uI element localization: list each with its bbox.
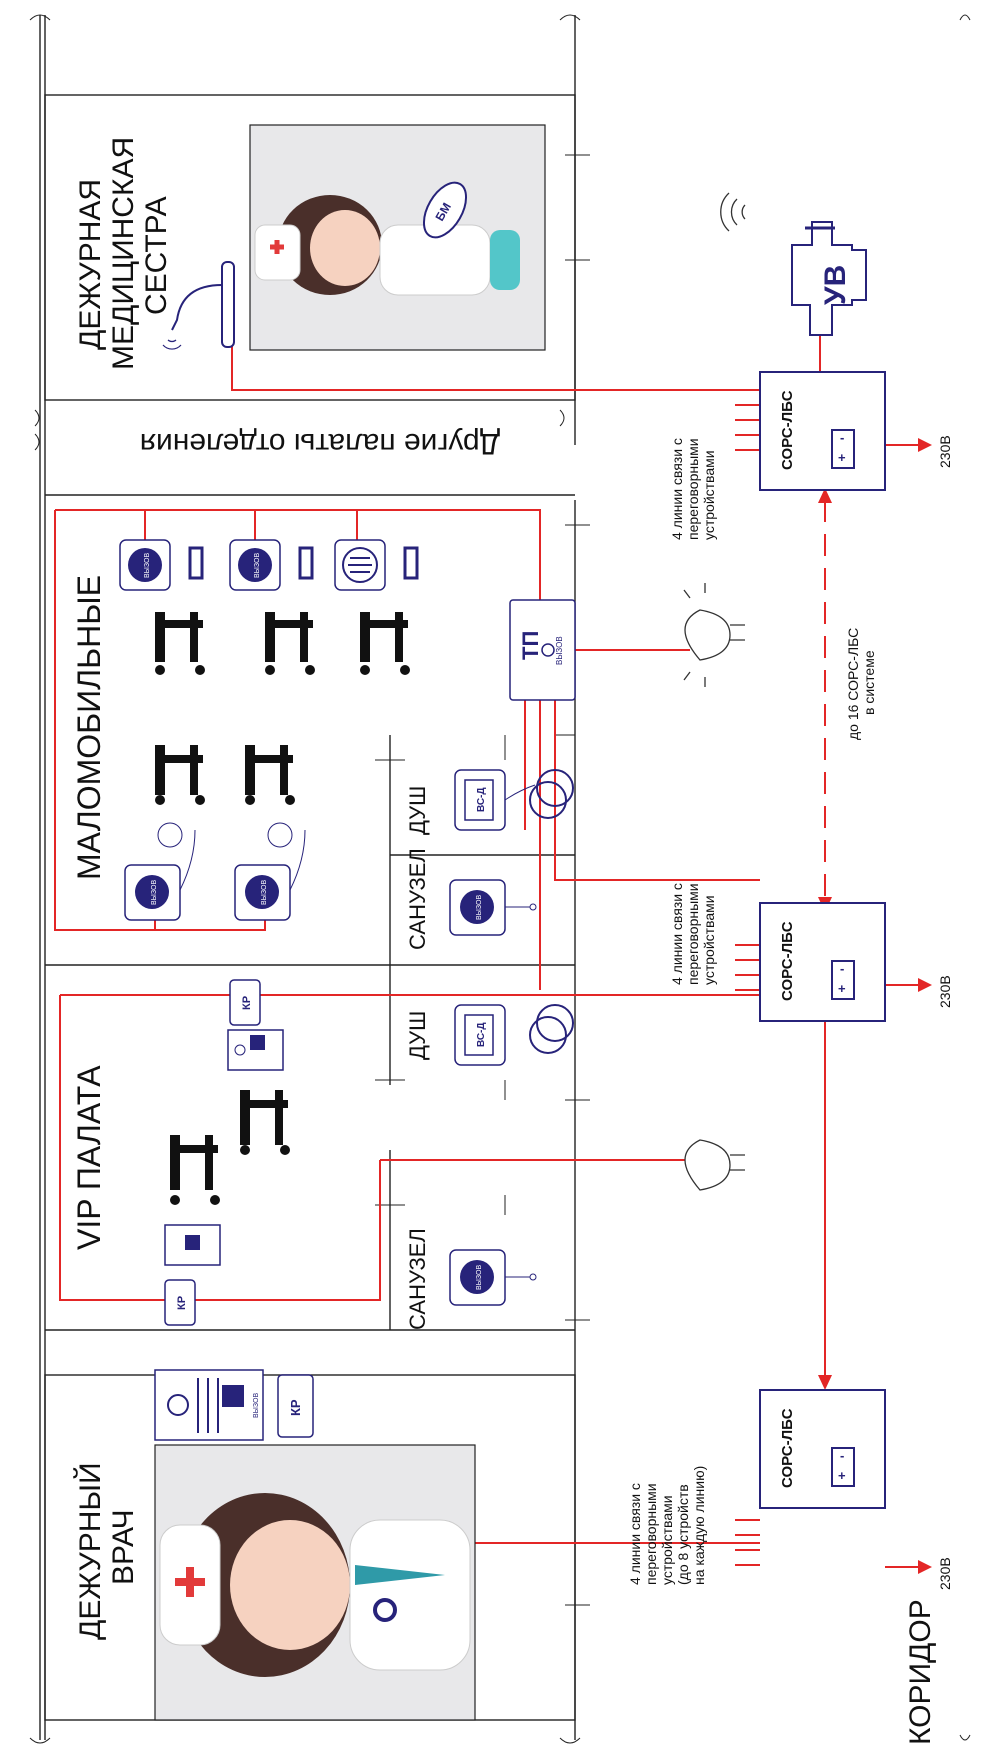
annotation-line: 4 линии связи с <box>669 883 685 985</box>
annotation-line: устройствами <box>659 1495 675 1585</box>
call-button-label: ВЫЗОВ <box>476 1265 483 1290</box>
annotation-line: 4 линии связи с <box>627 1483 643 1585</box>
doctor-room: ДЕЖУРНЫЙ ВРАЧ ВЫЗОВ КР <box>73 1369 476 1721</box>
annotation-lines-mid: 4 линии связи с переговорными устройства… <box>669 883 953 1008</box>
panel-tp-call: ВЫЗОВ <box>555 636 564 665</box>
annotation-lines-bottom: 4 линии связи с переговорными устройства… <box>627 1466 953 1590</box>
battery-plus: + <box>838 450 846 465</box>
voltage-label: 230В <box>937 435 953 468</box>
toilet-label: САНУЗЕЛ <box>405 848 430 950</box>
annotation-up-to-16: до 16 СОРС-ЛБС в системе <box>845 628 877 740</box>
vip-title: VIP ПАЛАТА <box>71 1065 107 1250</box>
nurse-room: ДЕЖУРНАЯ МЕДИЦИНСКАЯ СЕСТРА БМ <box>74 124 546 370</box>
speaker-button-3 <box>334 539 419 591</box>
battery-plus: + <box>838 981 846 996</box>
controller-mid: СОРС-ЛБС + - <box>759 902 886 1022</box>
corridor-lamp-icon <box>683 583 745 687</box>
panel-kr-label: КР <box>241 996 253 1010</box>
low-mobility-title: МАЛОМОБИЛЬНЫЕ <box>71 575 107 880</box>
annotation-line: на каждую линию) <box>691 1466 707 1585</box>
call-button-label: ВЫЗОВ <box>254 553 261 578</box>
voltage-label: 230В <box>937 975 953 1008</box>
annotation-line: до 16 СОРС-ЛБС <box>845 628 861 740</box>
controller-mid-label: СОРС-ЛБС <box>779 921 796 1001</box>
panel-tp-label: ТП <box>518 631 543 660</box>
corridor-label: КОРИДОР <box>904 1599 937 1745</box>
amplifier-uv: УВ <box>720 192 867 336</box>
call-button-2: ВЫЗОВ <box>229 539 314 591</box>
battery-minus: - <box>840 1448 844 1463</box>
nurse-room-title-2: МЕДИЦИНСКАЯ <box>107 137 140 370</box>
call-button-label: ВЫЗОВ <box>261 880 268 905</box>
shower-unit-vip: ДУШ ВС-Д <box>405 1004 574 1066</box>
shower-button-label: ВС-Д <box>476 787 487 812</box>
call-button-label: ВЫЗОВ <box>151 880 158 905</box>
panel-kr-label: КР <box>288 1399 303 1416</box>
shower-label: ДУШ <box>405 1011 430 1060</box>
bed-icon <box>170 1090 290 1205</box>
panel-tp: ТП ВЫЗОВ <box>509 599 576 701</box>
panel-kr-label: КР <box>176 1296 188 1310</box>
annotation-line: переговорными <box>643 1483 659 1585</box>
toilet-label: САНУЗЕЛ <box>405 1228 430 1330</box>
bedside-call-1: ВЫЗОВ <box>124 822 196 921</box>
call-button-1: ВЫЗОВ <box>119 539 204 591</box>
annotation-line: в системе <box>861 650 877 715</box>
other-wards-label: Другие палаты отделения <box>140 427 500 460</box>
voltage-label: 230В <box>937 1557 953 1590</box>
toilet-unit-vip: САНУЗЕЛ ВЫЗОВ <box>405 1228 537 1330</box>
battery-plus: + <box>838 1468 846 1483</box>
annotation-line: (до 8 устройств <box>675 1484 691 1585</box>
annotation-line: 4 линии связи с <box>669 438 685 540</box>
shower-unit-top: ДУШ ВС-Д <box>405 769 574 835</box>
doctor-title-1: ДЕЖУРНЫЙ <box>73 1462 107 1640</box>
call-button-label: ВЫЗОВ <box>476 895 483 920</box>
controller-top: СОРС-ЛБС + - <box>759 371 886 491</box>
bedside-call-2: ВЫЗОВ <box>234 822 306 921</box>
toilet-unit-top: САНУЗЕЛ ВЫЗОВ <box>405 848 537 950</box>
controller-bottom: СОРС-ЛБС + - <box>759 1389 886 1509</box>
doctor-intercom-call: ВЫЗОВ <box>253 1393 260 1418</box>
bed-icon <box>155 612 410 805</box>
annotation-line: устройствами <box>701 895 717 985</box>
doctor-title-2: ВРАЧ <box>107 1509 140 1585</box>
shower-button-label: ВС-Д <box>476 1022 487 1047</box>
amplifier-label: УВ <box>819 265 852 305</box>
annotation-lines-top: 4 линии связи с переговорными устройства… <box>669 435 953 540</box>
annotation-line: переговорными <box>685 438 701 540</box>
battery-minus: - <box>840 430 844 445</box>
low-mobility-ward: МАЛОМОБИЛЬНЫЕ ВЫЗОВ ВЫЗОВ <box>71 539 745 921</box>
call-button-label: ВЫЗОВ <box>144 553 151 578</box>
wiring <box>54 320 932 1574</box>
annotation-line: устройствами <box>701 450 717 540</box>
nurse-room-title-3: СЕСТРА <box>140 196 173 315</box>
annotation-line: переговорными <box>685 883 701 985</box>
controller-bottom-label: СОРС-ЛБС <box>779 1408 796 1488</box>
battery-minus: - <box>840 961 844 976</box>
vip-ward: VIP ПАЛАТА КР КР <box>71 979 745 1326</box>
nurse-room-title-1: ДЕЖУРНАЯ <box>74 179 107 350</box>
controller-top-label: СОРС-ЛБС <box>779 390 796 470</box>
shower-label: ДУШ <box>405 786 430 835</box>
